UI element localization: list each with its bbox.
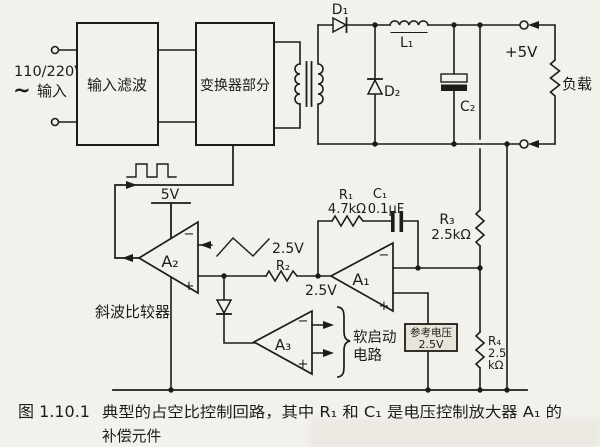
square-wave-icon [126, 163, 177, 178]
a2-supply-rail [151, 202, 191, 239]
input-filter-label: 输入滤波 [87, 76, 147, 94]
caption-number: 图 1.10.1 [18, 402, 90, 421]
a2-supply-label: 5V [161, 187, 180, 203]
opamp-a1 [329, 241, 394, 313]
soft-start-diode-wires [223, 275, 255, 344]
reference-voltage-box [404, 323, 458, 352]
load-resistor [549, 58, 561, 145]
soft-start-brace [337, 306, 351, 378]
reference-label: 参考电压 [410, 326, 452, 339]
current-arrow-top [528, 21, 539, 29]
feedback-divider [474, 24, 508, 391]
signal-arrow-right [126, 181, 137, 189]
ramp-input-arrow [200, 241, 211, 249]
primary-coil [294, 63, 301, 105]
diode-d1 [332, 16, 348, 34]
input-wires [58, 49, 78, 123]
compensation-wires [317, 220, 419, 277]
resistor-r1-label: R₁ [339, 188, 353, 203]
output-rails [317, 20, 521, 145]
resistor-r4-value-1: 2.5 [488, 346, 506, 360]
a1-minus-sign: − [379, 248, 390, 263]
inductor-l1 [389, 20, 429, 26]
ramp-comparator-label: 斜波比较器 [95, 303, 170, 321]
output-terminals-and-load [519, 20, 561, 149]
soft-start-arrow-bottom [323, 349, 334, 357]
converter-block [195, 22, 275, 146]
output-voltage-label: +5V [505, 43, 538, 61]
primary-wires [273, 41, 301, 129]
resistor-r4-value-2: kΩ [488, 358, 504, 372]
opamp-a1-section [317, 211, 481, 325]
soft-start-label-1: 软启动 [353, 329, 397, 346]
capacitor-c2-label: C₂ [460, 99, 475, 115]
ramp-wave-icon [216, 237, 270, 257]
resistor-r3-label: R₃ [439, 212, 454, 228]
diode-d1-label: D₁ [332, 2, 348, 18]
signal-arrow-left [122, 254, 133, 262]
a2-minus-sign: − [184, 227, 195, 242]
a1-plus-input-wire [392, 292, 429, 325]
ac-symbol: ∼ [13, 78, 31, 102]
resistor-r1-value: 4.7kΩ [328, 202, 366, 217]
capacitor-c1-plate-left [391, 211, 395, 232]
opamp-a2-label: A₂ [161, 252, 178, 271]
opamp-a3 [252, 309, 313, 376]
junction-dots [168, 22, 510, 393]
scan-bleed-artifact [310, 419, 600, 447]
resistor-r4 [474, 330, 486, 370]
resistor-r4-label: R₄ [488, 334, 501, 348]
input-terminal-bottom [50, 117, 60, 127]
caption-line-2: 补偿元件 [102, 428, 161, 445]
input-terminal-top [50, 45, 60, 55]
load-label: 负载 [562, 75, 592, 93]
opamp-a1-label: A₁ [352, 270, 369, 289]
opamp-a3-label: A₃ [275, 336, 291, 354]
soft-start-label-2: 电路 [353, 347, 382, 364]
opamp-a2-section [114, 144, 332, 391]
ac-input-terminals [50, 45, 78, 127]
capacitor-c1-label: C₁ [373, 187, 387, 202]
resistor-r1 [330, 214, 365, 228]
transformer-core [305, 61, 313, 107]
output-terminal-positive [519, 20, 529, 30]
reference-value: 2.5V [418, 338, 443, 351]
capacitor-c1-plate-right [399, 211, 404, 232]
diode-d2-label: D₂ [384, 84, 400, 100]
soft-start-diode [215, 299, 233, 315]
input-filter-block [76, 22, 159, 146]
filter-to-converter-wires [157, 49, 197, 123]
a3-plus-sign: + [298, 357, 309, 372]
ramp-level-label: 2.5V [272, 241, 304, 257]
input-voltage-label: 110/220V [14, 64, 84, 80]
soft-start-arrow-top [323, 321, 334, 329]
resistor-r3-value: 2.5kΩ [431, 227, 471, 243]
node-level-label: 2.5V [305, 283, 337, 299]
diode-d2 [366, 24, 384, 145]
current-arrow-bottom [528, 140, 539, 148]
caption-line-1: 典型的占空比控制回路，其中 R₁ 和 C₁ 是电压控制放大器 A₁ 的 [102, 404, 562, 421]
a1-plus-sign: + [379, 299, 390, 314]
converter-label: 变换器部分 [200, 77, 270, 94]
resistor-r3 [474, 208, 486, 248]
input-text-label: 输入 [37, 82, 67, 100]
resistor-r2-label: R₂ [276, 259, 290, 274]
capacitor-c2 [440, 24, 468, 145]
opamp-a3-section [215, 275, 351, 378]
secondary-coil [317, 24, 324, 145]
a3-minus-sign: − [298, 314, 309, 329]
resistor-r2 [264, 269, 299, 283]
transformer [273, 24, 324, 145]
opamp-a2 [137, 220, 199, 295]
a2-plus-sign: + [184, 279, 195, 294]
inductor-l1-label: L₁ [400, 35, 413, 51]
output-terminal-negative [519, 139, 529, 149]
capacitor-c1-value: 0.1μF [368, 202, 404, 217]
